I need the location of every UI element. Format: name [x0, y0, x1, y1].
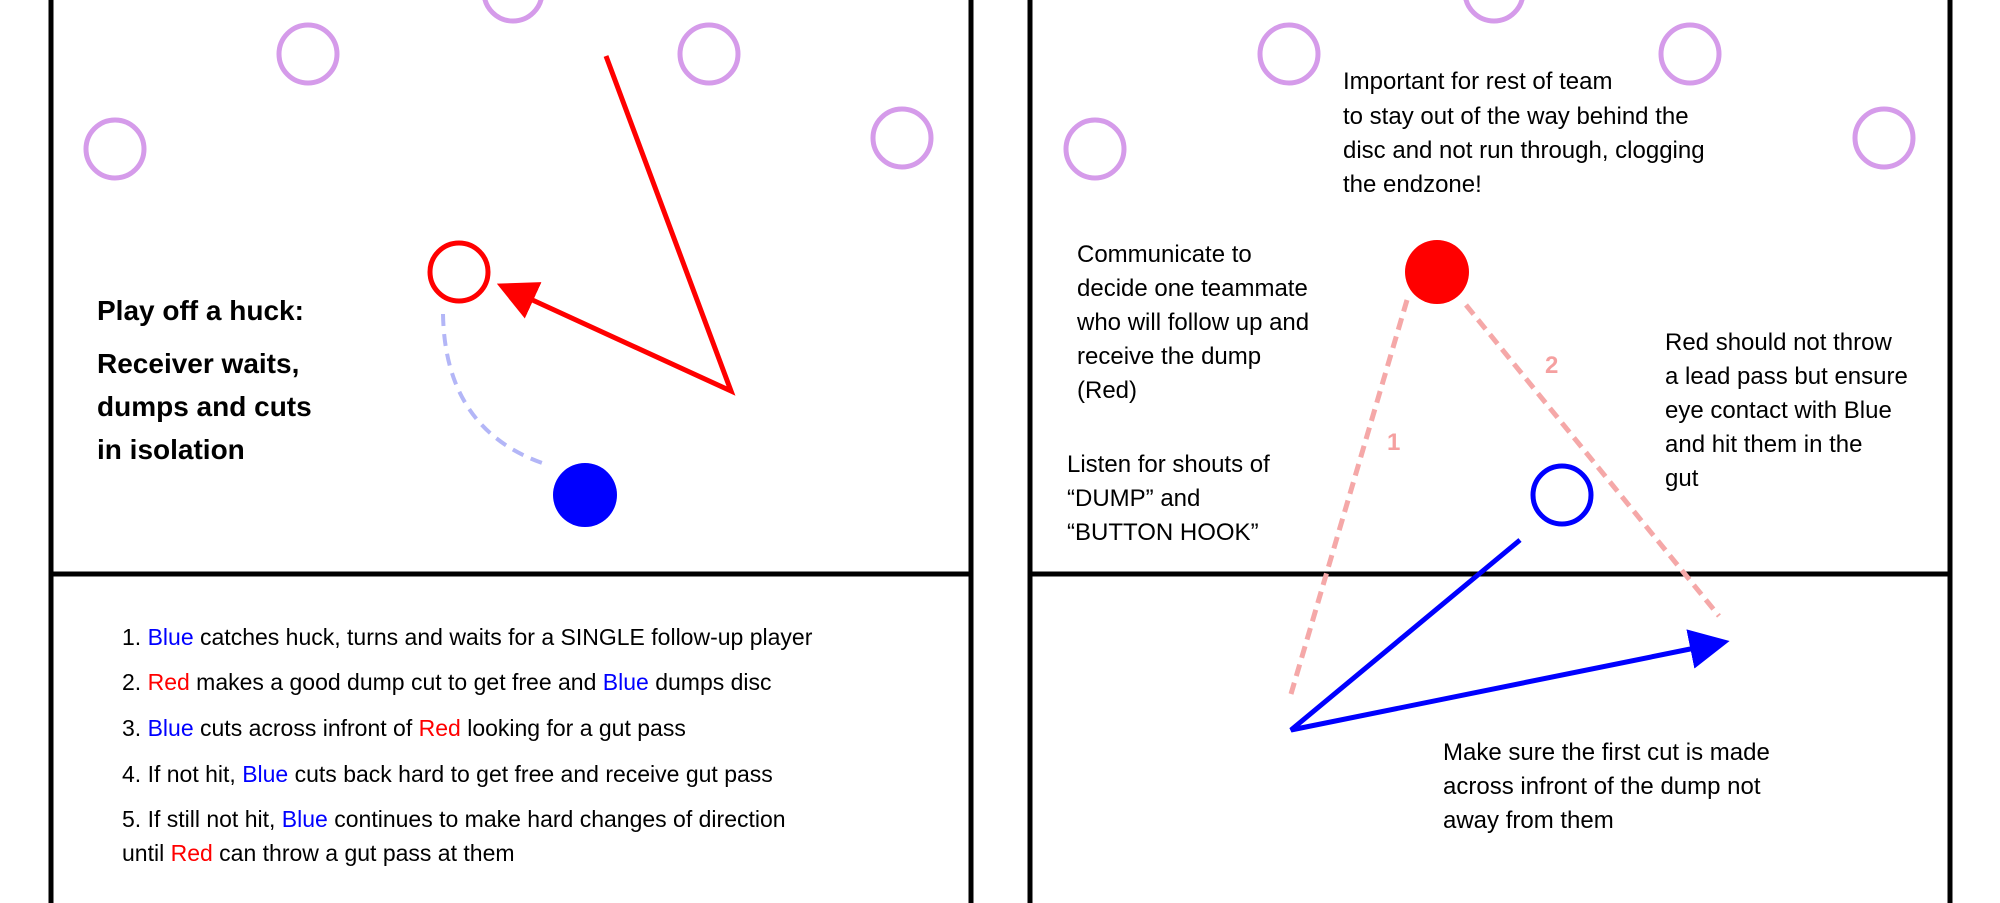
- note-line: Communicate to: [1077, 241, 1252, 268]
- red-cut-arrow: [496, 55, 736, 396]
- note-red: Red should not throw a lead pass but ens…: [1665, 329, 1908, 492]
- gut-pass-option-2: [1464, 303, 1721, 618]
- play-subtitle: in isolation: [97, 434, 245, 465]
- defender-marker: [1658, 22, 1722, 86]
- dump-pass-path: [441, 313, 546, 466]
- defender-marker: [482, 0, 544, 24]
- note-communicate: Communicate to decide one teammate who w…: [1076, 241, 1309, 404]
- note-line: receive the dump: [1077, 343, 1261, 370]
- note-line: and hit them in the: [1665, 431, 1862, 458]
- right-panel: 1 2 Important for rest of team to stay o…: [1027, 0, 1953, 903]
- defender-marker: [1257, 22, 1321, 86]
- left-panel: Play off a huck: Receiver waits, dumps a…: [48, 0, 974, 903]
- step-1: 1. Blue catches huck, turns and waits fo…: [122, 624, 813, 650]
- defender-marker: [677, 22, 741, 86]
- step-5: 5. If still not hit, Blue continues to m…: [122, 806, 786, 832]
- note-line: disc and not run through, clogging: [1343, 137, 1705, 164]
- blue-cut-arrow: [1289, 538, 1730, 733]
- note-team: Important for rest of team to stay out o…: [1343, 68, 1705, 198]
- gut-pass-option-1: [1288, 299, 1410, 695]
- note-line: eye contact with Blue: [1665, 397, 1892, 424]
- red-player-target: [427, 240, 491, 304]
- defender-marker: [870, 106, 934, 170]
- note-line: Red should not throw: [1665, 329, 1892, 356]
- note-line: Make sure the first cut is made: [1443, 739, 1770, 766]
- note-line: decide one teammate: [1077, 275, 1308, 302]
- note-line: the endzone!: [1343, 171, 1482, 198]
- note-line: who will follow up and: [1076, 309, 1309, 336]
- step-4: 4. If not hit, Blue cuts back hard to ge…: [122, 761, 773, 787]
- note-line: away from them: [1443, 807, 1614, 834]
- play-subtitle: Receiver waits,: [97, 348, 299, 379]
- note-line: gut: [1665, 465, 1699, 492]
- blue-player-position: [1530, 463, 1594, 527]
- note-line: across infront of the dump not: [1443, 773, 1761, 800]
- note-line: to stay out of the way behind the: [1343, 103, 1689, 130]
- note-cut: Make sure the first cut is made across i…: [1443, 739, 1770, 834]
- step-5-continued: until Red can throw a gut pass at them: [122, 840, 515, 866]
- note-listen: Listen for shouts of “DUMP” and “BUTTON …: [1067, 451, 1270, 546]
- defender-marker: [1852, 106, 1916, 170]
- note-line: “DUMP” and: [1067, 485, 1200, 512]
- note-line: a lead pass but ensure: [1665, 363, 1908, 390]
- play-subtitle: dumps and cuts: [97, 391, 312, 422]
- note-line: (Red): [1077, 377, 1137, 404]
- play-title: Play off a huck:: [97, 295, 304, 326]
- pass-label-2: 2: [1545, 352, 1558, 379]
- defender-marker: [1463, 0, 1525, 24]
- defender-marker: [1063, 117, 1127, 181]
- blue-player: [553, 463, 617, 527]
- note-line: Listen for shouts of: [1067, 451, 1270, 478]
- step-2: 2. Red makes a good dump cut to get free…: [122, 669, 772, 695]
- red-player: [1405, 240, 1469, 304]
- pass-label-1: 1: [1387, 429, 1400, 456]
- step-3: 3. Blue cuts across infront of Red looki…: [122, 715, 686, 741]
- defender-marker: [83, 117, 147, 181]
- note-line: “BUTTON HOOK”: [1067, 519, 1259, 546]
- note-line: Important for rest of team: [1343, 68, 1612, 95]
- defender-marker: [276, 22, 340, 86]
